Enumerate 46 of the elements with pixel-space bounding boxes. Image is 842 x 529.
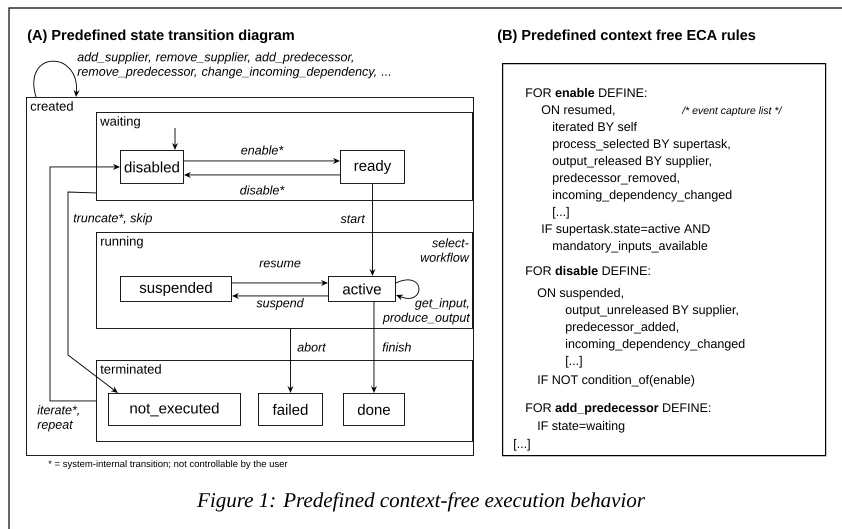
state-box: ready bbox=[340, 150, 405, 184]
figure-caption: Figure 1: Predefined context-free execution behavior bbox=[197, 492, 646, 512]
edge-label: disable* bbox=[240, 185, 285, 195]
state-box: suspended bbox=[120, 276, 232, 302]
code-line: IF state=waiting bbox=[538, 420, 624, 433]
edge-label: start bbox=[340, 214, 366, 224]
edge-label: add_supplier, remove_supplier, add_predecessor, remove_predecessor, change_incoming_dependency, ... bbox=[77, 52, 390, 78]
panel-heading: (B) Predefined context free ECA rules bbox=[498, 30, 756, 43]
code-line: incoming_dependency_changed bbox=[566, 338, 744, 351]
arrow bbox=[33, 60, 80, 98]
arrow bbox=[68, 192, 118, 393]
code-line: [...] bbox=[553, 206, 569, 219]
footnote: * = system-internal transition; not controllable by the user bbox=[48, 460, 288, 469]
code-line: ON resumed, bbox=[542, 104, 614, 116]
code-line: mandatory_inputs_available bbox=[553, 240, 708, 253]
state-box: active bbox=[328, 276, 396, 302]
code-line: [...] bbox=[514, 438, 530, 451]
code-line: FOR add_predecessor DEFINE: bbox=[526, 402, 710, 415]
code-line: process_selected BY supertask, bbox=[553, 138, 730, 151]
arrow bbox=[395, 279, 420, 300]
code-line: IF NOT condition_of(enable) bbox=[538, 374, 694, 387]
state-box: failed bbox=[258, 393, 323, 426]
edge-label: finish bbox=[382, 342, 411, 352]
code-line: /* event capture list */ bbox=[682, 106, 782, 116]
code-line: predecessor_removed, bbox=[553, 172, 679, 185]
code-line: [...] bbox=[566, 356, 582, 368]
edge-label: truncate*, skip bbox=[74, 213, 152, 225]
code-line: incoming_dependency_changed bbox=[553, 190, 732, 202]
code-line: FOR disable DEFINE: bbox=[526, 266, 650, 276]
code-line: predecessor_added, bbox=[566, 322, 678, 334]
edge-label: abort bbox=[298, 342, 326, 352]
code-line: iterated BY self bbox=[553, 122, 637, 132]
code-line: IF supertask.state=active AND bbox=[542, 224, 710, 236]
state-box: disabled bbox=[120, 150, 184, 184]
state-box: done bbox=[343, 393, 405, 426]
edge-label: suspend bbox=[256, 298, 304, 310]
code-line: FOR enable DEFINE: bbox=[526, 88, 646, 98]
code-line: output_released BY supplier, bbox=[552, 156, 711, 168]
edge-label: enable* bbox=[241, 145, 284, 155]
state-box: not_executed bbox=[108, 393, 241, 426]
edge-label: iterate*, repeat bbox=[37, 405, 79, 432]
edge-label: select-workflow bbox=[420, 238, 470, 262]
code-line: ON suspended, bbox=[538, 288, 623, 300]
panel-heading: (A) Predefined state transition diagram bbox=[28, 30, 294, 44]
code-line: output_unreleased BY supplier, bbox=[566, 304, 738, 317]
edge-label: resume bbox=[259, 260, 300, 268]
